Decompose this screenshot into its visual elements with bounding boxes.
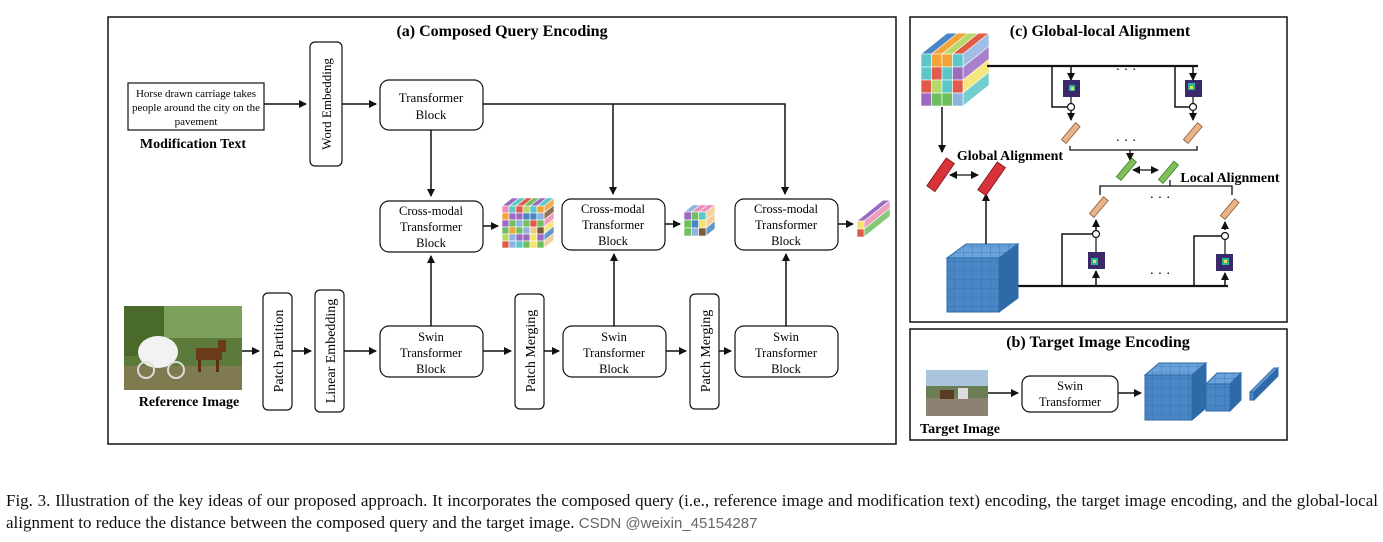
global-alignment-label: Global Alignment — [957, 149, 1064, 164]
swin-1-line-2: Transformer — [400, 346, 463, 360]
local-aggregate-vector-1 — [1115, 157, 1138, 182]
transformer-block-line-1: Transformer — [399, 90, 464, 105]
local-vector-top-1 — [1060, 122, 1081, 145]
panel-global-local-alignment — [909, 16, 1288, 323]
ellipsis-bottom-2: · · · — [1150, 267, 1171, 282]
modification-text-line-3: pavement — [175, 116, 218, 128]
modification-text-line-1: Horse drawn carriage takes — [136, 88, 256, 100]
cross-modal-3-line-3: Block — [771, 234, 802, 248]
target-image — [926, 370, 988, 416]
attention-heatmap-top-1 — [1063, 80, 1080, 97]
swin-2-line-1: Swin — [601, 330, 627, 344]
multiply-node-top-1 — [1066, 102, 1076, 112]
cross-modal-1-line-3: Block — [416, 236, 447, 250]
multiply-node-bottom-2 — [1220, 231, 1230, 241]
modification-text-line-2: people around the city on the — [132, 102, 260, 114]
cross-modal-2-line-3: Block — [598, 234, 629, 248]
fused-feature-cube-small — [856, 199, 891, 238]
cross-modal-3-line-1: Cross-modal — [754, 202, 818, 216]
fused-feature-cube-large — [501, 197, 555, 249]
global-vector-target — [977, 161, 1007, 197]
panel-composed-query — [107, 16, 897, 445]
reference-image — [124, 306, 242, 390]
figure-caption: Fig. 3. Illustration of the key ideas of… — [6, 490, 1378, 535]
target-stage-cube-small — [1248, 366, 1280, 402]
patch-merging-label-1: Patch Merging — [524, 310, 539, 393]
caption-text: Fig. 3. Illustration of the key ideas of… — [6, 491, 1378, 532]
composed-feature-cube — [920, 32, 990, 107]
fused-feature-cube-medium — [683, 204, 716, 237]
watermark: CSDN @weixin_45154287 — [578, 515, 758, 532]
cross-modal-2-line-2: Transformer — [582, 218, 645, 232]
swin-3-line-2: Transformer — [755, 346, 818, 360]
local-vector-bottom-1 — [1088, 196, 1109, 219]
swin-transformer-line-2: Transformer — [1039, 395, 1102, 409]
swin-2-line-3: Block — [599, 362, 630, 376]
swin-3-line-1: Swin — [773, 330, 799, 344]
target-stage-cube-medium — [1204, 371, 1243, 413]
panel-target-image-encoding — [909, 328, 1288, 441]
swin-3-line-3: Block — [771, 362, 802, 376]
cross-modal-3-line-2: Transformer — [755, 218, 818, 232]
target-stage-cube-large — [1143, 361, 1208, 422]
local-aggregate-vector-2 — [1157, 160, 1180, 185]
local-vector-bottom-2 — [1219, 198, 1240, 221]
attention-heatmap-top-2 — [1185, 80, 1202, 97]
panel-c-title: (c) Global-local Alignment — [1010, 23, 1191, 40]
multiply-node-top-2 — [1188, 102, 1198, 112]
transformer-block-line-2: Block — [415, 107, 447, 122]
cross-modal-1-line-1: Cross-modal — [399, 204, 463, 218]
word-embedding-label: Word Embedding — [319, 58, 334, 150]
target-feature-cube — [945, 243, 1020, 313]
figure-diagram: (a) Composed Query Encoding Horse drawn … — [107, 16, 1288, 445]
patch-merging-label-2: Patch Merging — [699, 310, 714, 393]
ellipsis-top-2: · · · — [1116, 134, 1137, 149]
patch-partition-label: Patch Partition — [272, 310, 287, 393]
ellipsis-bottom-1: · · · — [1150, 191, 1171, 206]
attention-heatmap-bottom-1 — [1088, 252, 1105, 269]
cross-modal-2-line-1: Cross-modal — [581, 202, 645, 216]
transformer-block — [379, 79, 484, 131]
panel-b-title: (b) Target Image Encoding — [1006, 334, 1190, 351]
swin-transformer-block — [1021, 375, 1119, 413]
modification-text-box — [127, 82, 265, 131]
reference-image-label: Reference Image — [139, 395, 239, 410]
local-alignment-label: Local Alignment — [1180, 171, 1280, 186]
swin-transformer-line-1: Swin — [1057, 379, 1083, 393]
attention-heatmap-bottom-2 — [1216, 254, 1233, 271]
target-image-label: Target Image — [920, 422, 1000, 437]
panel-a-title: (a) Composed Query Encoding — [396, 23, 607, 40]
ellipsis-top-1: · · · — [1116, 63, 1137, 78]
swin-1-line-1: Swin — [418, 330, 444, 344]
global-vector-query — [926, 157, 956, 193]
swin-1-line-3: Block — [416, 362, 447, 376]
local-vector-top-2 — [1182, 122, 1203, 145]
multiply-node-bottom-1 — [1091, 229, 1101, 239]
swin-2-line-2: Transformer — [583, 346, 646, 360]
cross-modal-1-line-2: Transformer — [400, 220, 463, 234]
linear-embedding-label: Linear Embedding — [324, 299, 339, 404]
modification-text-label: Modification Text — [140, 137, 247, 152]
